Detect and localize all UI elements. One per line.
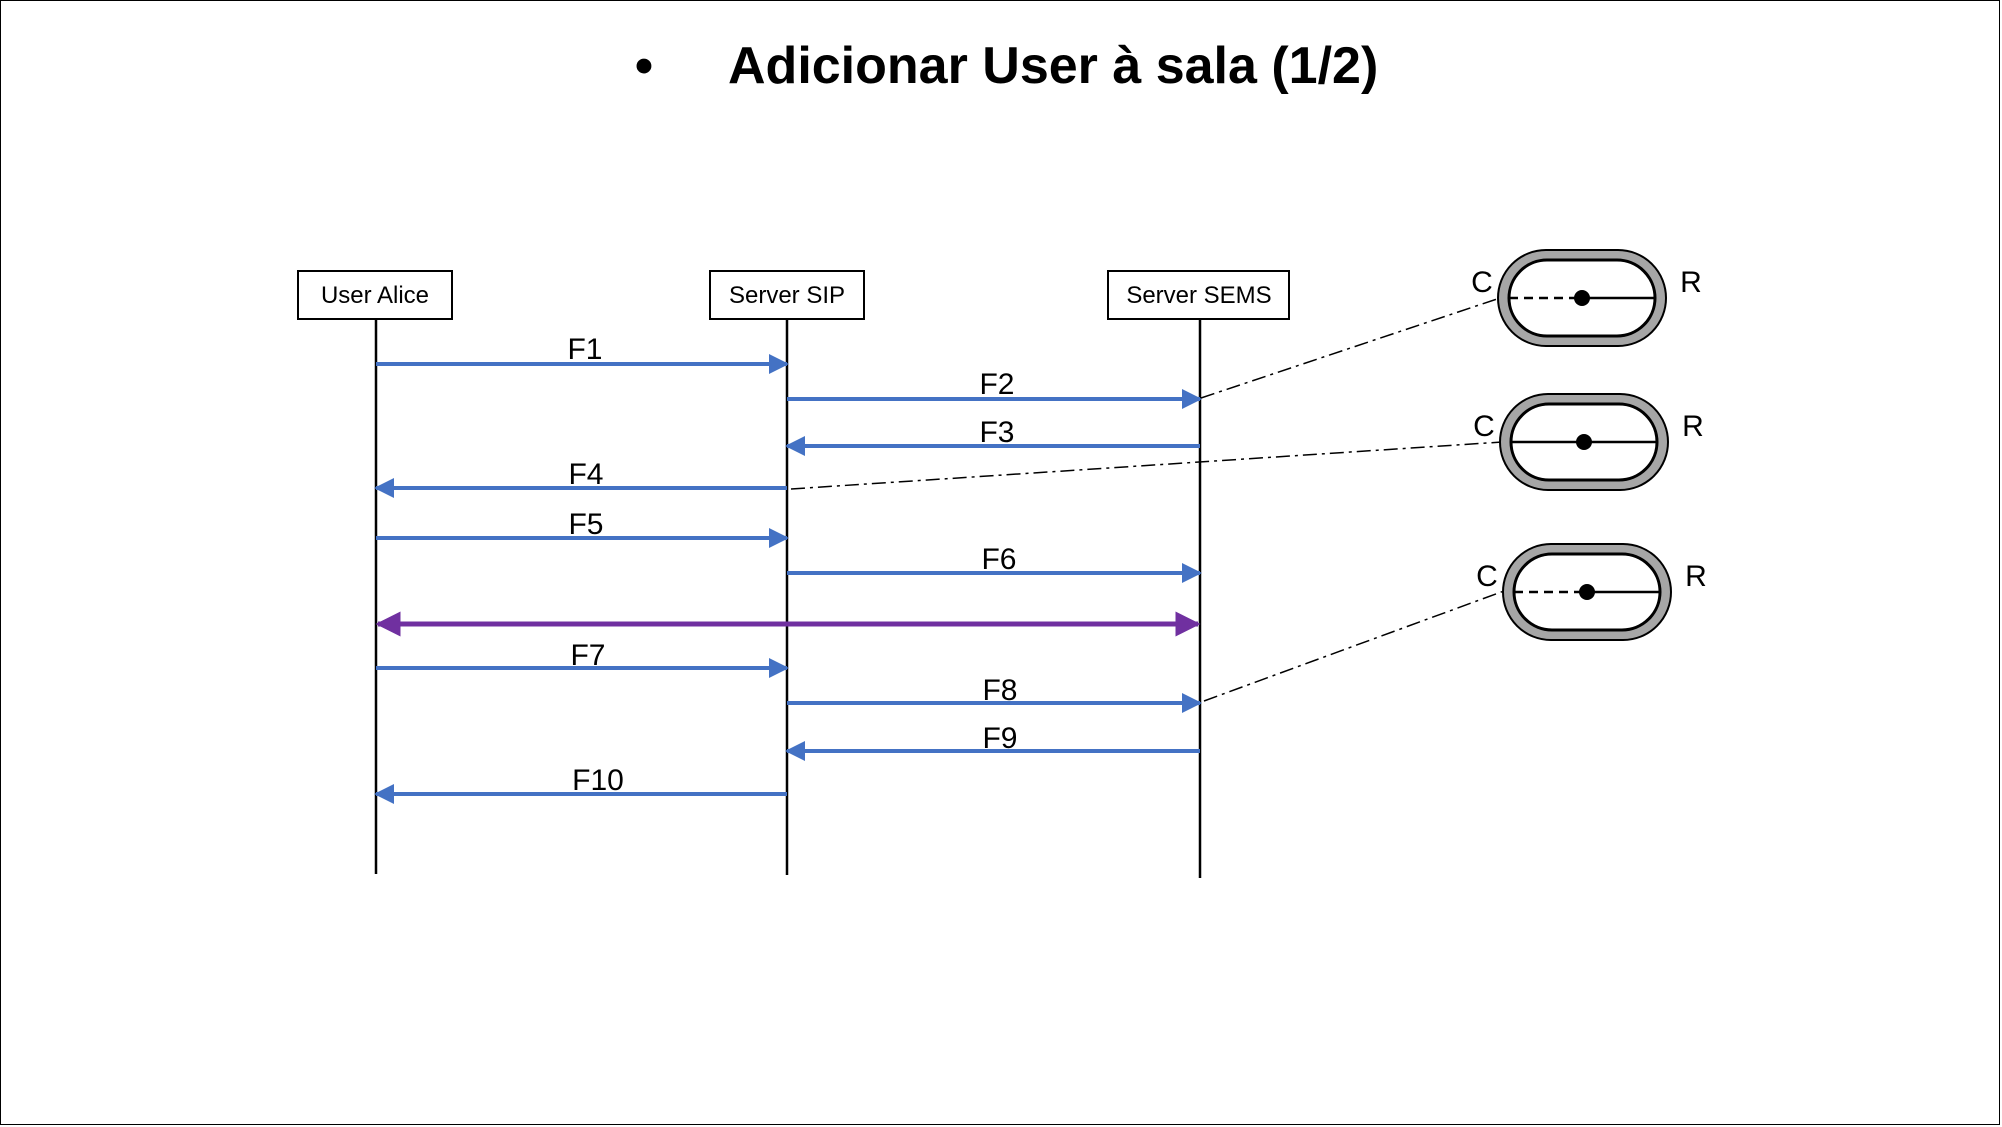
state-indicator-3: C R: [1476, 543, 1707, 641]
state-right-label: R: [1682, 410, 1704, 443]
message-f2: F2: [787, 368, 1202, 409]
message-f10: F10: [374, 764, 787, 804]
participant-alice: User Alice: [297, 270, 453, 874]
state-indicator-2: C R: [1473, 393, 1704, 491]
state-left-label: C: [1476, 560, 1498, 593]
message-label: F10: [572, 764, 624, 797]
message-label: F3: [979, 416, 1014, 449]
message-f4: F4: [374, 458, 787, 498]
message-label: F9: [982, 722, 1017, 755]
message-label: F2: [979, 368, 1014, 401]
participant-label: User Alice: [321, 282, 429, 309]
participant-label: Server SIP: [729, 282, 845, 309]
message-f5: F5: [376, 508, 789, 548]
page-title: Adicionar User à sala (1/2): [728, 37, 1378, 95]
message-f6: F6: [787, 543, 1202, 583]
message-f1: F1: [376, 333, 789, 374]
message-label: F5: [568, 508, 603, 541]
message-label: F8: [982, 674, 1017, 707]
message-label: F1: [567, 333, 602, 366]
message-label: F7: [570, 639, 605, 672]
state-left-label: C: [1473, 410, 1495, 443]
title-bullet: •: [635, 37, 653, 95]
participant-sems: Server SEMS: [1107, 270, 1290, 878]
message-label: F6: [981, 543, 1016, 576]
message-label: F4: [568, 458, 603, 491]
connectors: [790, 297, 1505, 702]
message-f8: F8: [787, 674, 1202, 713]
state-left-label: C: [1471, 266, 1493, 299]
participant-sip: Server SIP: [709, 270, 865, 875]
state-indicator-1: C R: [1471, 249, 1702, 347]
message-f3: F3: [785, 416, 1200, 456]
state-right-label: R: [1680, 266, 1702, 299]
message-f7: F7: [376, 639, 789, 678]
message-f9: F9: [785, 722, 1200, 761]
state-right-label: R: [1685, 560, 1707, 593]
participant-label: Server SEMS: [1126, 282, 1271, 309]
